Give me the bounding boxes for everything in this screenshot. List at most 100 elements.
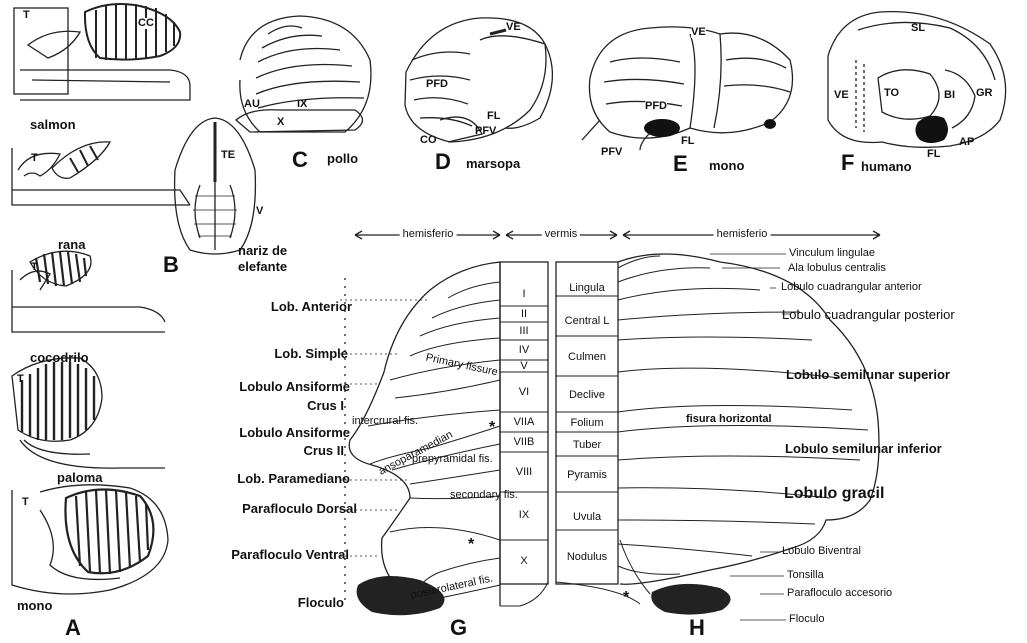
intercrural-fissure-label: intercrural fis.: [352, 416, 418, 427]
lobulo-cuadrangular-anterior-label: Lobulo cuadrangular anterior: [781, 282, 922, 293]
lob-ansiform-2-label: Lobulo Ansiforme: [239, 426, 350, 439]
elephant-nose-sketch: [175, 118, 256, 254]
lob-anterior-label: Lob. Anterior: [271, 300, 352, 313]
elephant-nose-label: nariz de elefante: [238, 243, 314, 276]
paraflocculus-accessory-label: Parafloculo accesorio: [787, 588, 892, 599]
crus-i-label: Crus I: [307, 399, 344, 412]
chicken-label: pollo: [327, 152, 358, 165]
human-bi-label: BI: [944, 90, 955, 101]
chicken-au-label: AU: [244, 99, 260, 110]
human-fl-label: FL: [927, 149, 940, 160]
panel-h-letter: H: [689, 617, 705, 639]
chicken-sketch: [236, 16, 371, 132]
lobulo-biventral-label: Lobulo Biventral: [782, 546, 861, 557]
lob-simple-label: Lob. Simple: [274, 347, 348, 360]
human-to-label: TO: [884, 88, 899, 99]
header-hemisphere-right: hemisferio: [714, 229, 771, 240]
panel-b-letter: B: [163, 254, 179, 276]
panel-e-letter: E: [673, 153, 688, 175]
lobule-viii: VIII: [500, 467, 548, 478]
fisura-horizontal-label: fisura horizontal: [686, 414, 772, 425]
vermis-tuber: Tuber: [556, 440, 618, 451]
lobule-v: V: [500, 361, 548, 372]
human-gr-label: GR: [976, 88, 993, 99]
salmon-t-label: T: [23, 10, 30, 21]
paraflocculus-ventral-label: Parafloculo Ventral: [231, 548, 349, 561]
vermis-pyramis: Pyramis: [556, 470, 618, 481]
vermis-folium: Folium: [556, 418, 618, 429]
pigeon-stripes: [22, 362, 94, 440]
asterisk-lower: *: [623, 590, 629, 606]
elephant-v-label: V: [256, 206, 263, 217]
flocculus-left-label: Floculo: [298, 596, 344, 609]
chicken-ix-label: IX: [297, 99, 307, 110]
monkey-e-fl-label: FL: [681, 136, 694, 147]
vermis-declive: Declive: [556, 390, 618, 401]
lobule-ii: II: [500, 309, 548, 320]
elephant-te-label: TE: [221, 150, 235, 161]
tonsilla-label: Tonsilla: [787, 570, 824, 581]
vermis-central: Central L: [556, 316, 618, 327]
porpoise-co-label: CO: [420, 135, 437, 146]
panel-f-letter: F: [841, 152, 854, 174]
panel-a-letter: A: [65, 617, 81, 639]
lob-paramedian-label: Lob. Paramediano: [237, 472, 350, 485]
crocodile-t-label: T: [31, 262, 38, 273]
monkey-stripes: [65, 489, 153, 574]
human-flocculus: [915, 116, 948, 143]
porpoise-ve-label: VE: [506, 22, 521, 33]
salmon-cc-stripes: [85, 4, 180, 60]
lobule-vi: VI: [500, 387, 548, 398]
vinculum-lingulae-label: Vinculum lingulae: [789, 248, 875, 259]
pigeon-t-label: T: [17, 374, 24, 385]
lobule-x: X: [500, 556, 548, 567]
monkey-e-ve-label: VE: [691, 27, 706, 38]
prepyramidal-fissure-label: prepyramidal fis.: [412, 454, 493, 465]
monkey-e-pfd-label: PFD: [645, 101, 667, 112]
secondary-fissure-label: secondary fis.: [450, 490, 518, 501]
right-leaders: [710, 254, 790, 620]
lobule-viia: VIIA: [500, 417, 548, 428]
lobulo-semilunar-superior-label: Lobulo semilunar superior: [786, 368, 950, 381]
asterisk-middle: *: [468, 537, 474, 553]
human-ap-label: AP: [959, 137, 974, 148]
panel-c-letter: C: [292, 149, 308, 171]
porpoise-fl-label: FL: [487, 111, 500, 122]
vermis-culmen: Culmen: [556, 352, 618, 363]
flocculus-right-label: Floculo: [789, 614, 824, 625]
paraflocculus-dorsal-label: Parafloculo Dorsal: [242, 502, 357, 515]
lobulo-semilunar-inferior-label: Lobulo semilunar inferior: [785, 442, 942, 455]
crus-ii-label: Crus II: [304, 444, 344, 457]
pigeon-sketch: [12, 358, 165, 468]
panel-d-letter: D: [435, 151, 451, 173]
porpoise-pfv-label: PFV: [475, 126, 496, 137]
human-sl-label: SL: [911, 23, 925, 34]
lobule-ix: IX: [500, 510, 548, 521]
monkey-a-t-label: T: [22, 497, 29, 508]
panel-g-letter: G: [450, 617, 467, 639]
salmon-label: salmon: [30, 118, 76, 131]
monkey-e-pfv-label: PFV: [601, 147, 622, 158]
header-hemisphere-left: hemisferio: [400, 229, 457, 240]
chicken-x-label: X: [277, 117, 284, 128]
asterisk-upper: *: [489, 420, 495, 436]
monkey-a-label: mono: [17, 599, 52, 612]
porpoise-label: marsopa: [466, 157, 520, 170]
frog-sketch: [12, 142, 190, 205]
ala-lobulus-centralis-label: Ala lobulus centralis: [788, 263, 886, 274]
human-label: humano: [861, 160, 912, 173]
lobule-viib: VIIB: [500, 437, 548, 448]
lobule-iii: III: [500, 326, 548, 337]
left-leaders: [340, 300, 430, 556]
monkey-e-label: mono: [709, 159, 744, 172]
lobule-iv: IV: [500, 345, 548, 356]
salmon-cc-label: CC: [137, 18, 155, 29]
frog-t-label: T: [31, 153, 38, 164]
monkey-e-sketch: [582, 27, 793, 150]
pigeon-label: paloma: [57, 471, 103, 484]
crocodile-label: cocodrilo: [30, 351, 89, 364]
human-ve-label: VE: [834, 90, 849, 101]
porpoise-pfd-label: PFD: [426, 79, 448, 90]
header-vermis: vermis: [542, 229, 580, 240]
